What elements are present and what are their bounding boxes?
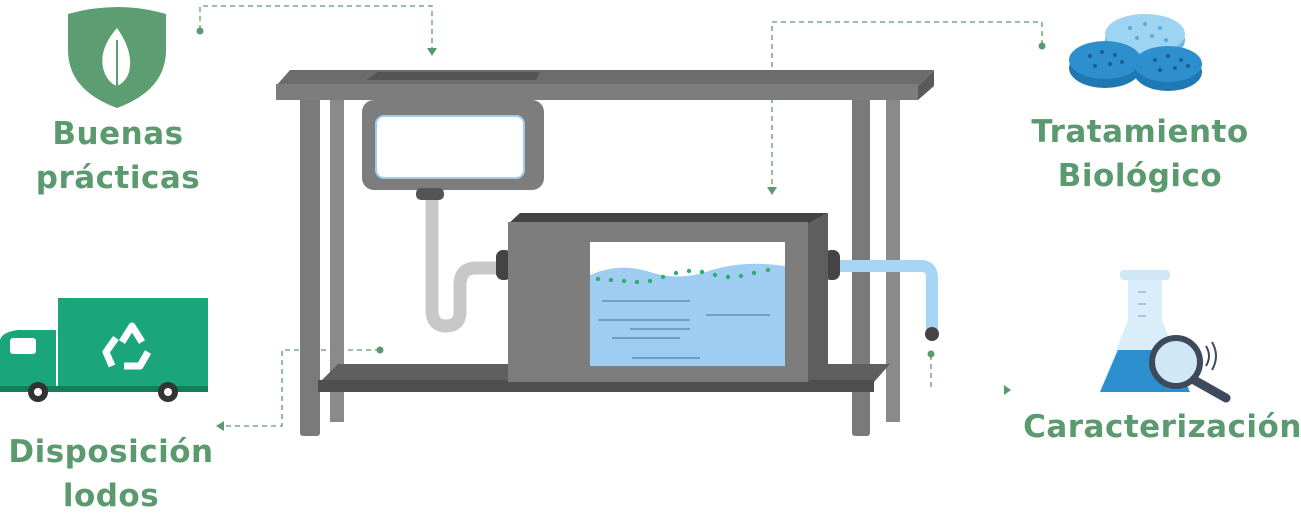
label-tratamiento-line2: Biológico [1057,158,1223,194]
recycling-truck-icon [0,298,208,402]
flask-magnifier-icon [1100,270,1231,403]
label-caracterizacion: Caracterización [1020,405,1301,449]
label-tratamiento-line1: Tratamiento [1031,114,1249,150]
drain-pipe [416,188,502,333]
label-disposicion-line2: lodos [62,478,160,514]
label-tratamiento-biologico: Tratamiento Biológico [1010,110,1270,198]
water [590,263,785,366]
grease-trap-tank [496,213,840,382]
connector-endpoints [196,27,1046,431]
connector-buenas-to-sink [199,5,433,50]
recycle-icon [102,322,152,370]
label-disposicion-line1: Disposición [8,434,214,470]
bacteria-dots [595,267,771,285]
label-caracterizacion-line1: Caracterización [1023,409,1301,445]
label-disposicion-lodos: Disposición lodos [0,430,222,518]
label-buenas-practicas-line2: prácticas [35,160,201,196]
outlet-pipe [835,260,939,341]
steel-table [276,70,934,436]
label-buenas-practicas-line1: Buenas [52,116,184,152]
connector-tratamiento-to-tank [771,21,1043,190]
sponge-discs-icon [1069,14,1202,91]
leaf-shield-icon [68,7,166,108]
label-buenas-practicas: Buenas prácticas [18,112,218,200]
